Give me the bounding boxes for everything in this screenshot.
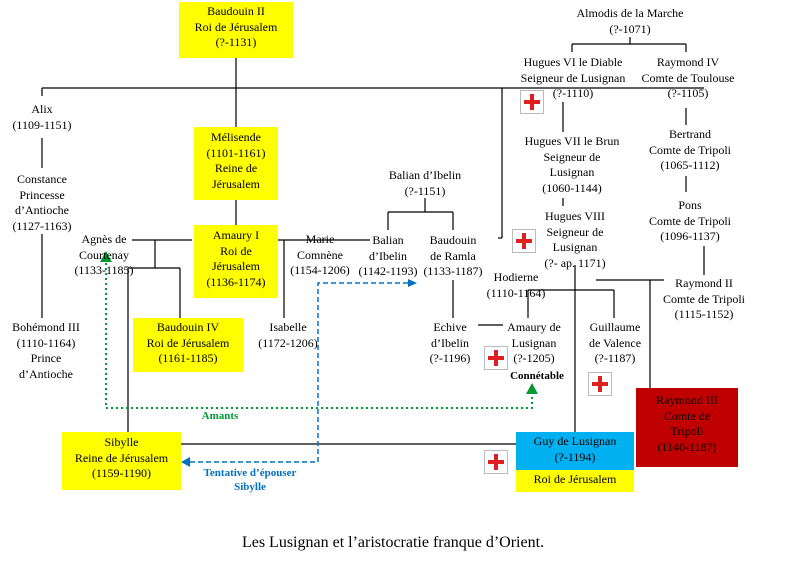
caption: Les Lusignan et l’aristocratie franque d…	[241, 534, 545, 551]
node-balian-elder: Balian d’Ibelin(?-1151)	[388, 168, 462, 198]
node-almodis: Almodis de la Marche(?-1071)	[576, 6, 684, 36]
node-hodierne: Hodierne(1110-1164)	[486, 270, 546, 300]
annotation-tentative: Tentative d’épouser Sibylle	[203, 467, 297, 493]
node-isabelle: Isabelle(1172-1206)	[258, 320, 318, 350]
templar-cross-icon	[484, 450, 508, 474]
annotation-connetable: Connétable	[510, 370, 564, 382]
node-alix: Alix(1109-1151)	[12, 102, 72, 132]
node-guy-lusignan: Guy de Lusignan(?-1194)	[516, 432, 634, 470]
annotation-amants: Amants	[201, 410, 239, 422]
templar-cross-icon	[512, 229, 536, 253]
templar-cross-icon	[484, 346, 508, 370]
node-guy-title: Roi de Jérusalem	[516, 470, 634, 492]
templar-cross-icon	[588, 372, 612, 396]
templar-cross-icon	[520, 90, 544, 114]
